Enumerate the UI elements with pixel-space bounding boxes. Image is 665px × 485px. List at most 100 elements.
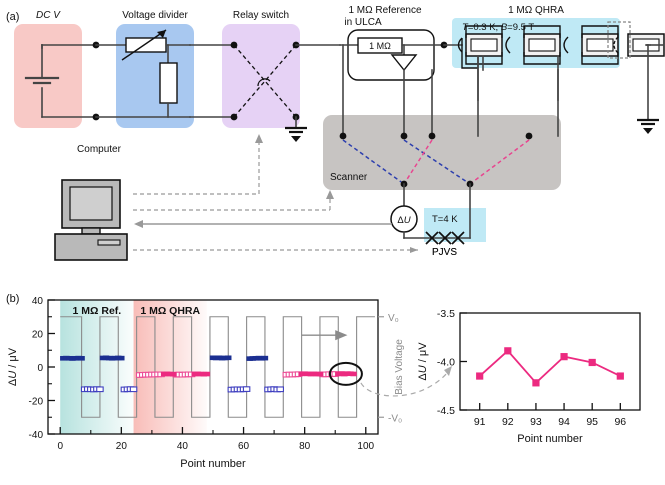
inset-marker-92 [504, 347, 512, 355]
inset-xlabel: Point number [517, 433, 583, 445]
qhra-link-3-top [581, 25, 619, 38]
josephson-junction-3 [451, 231, 465, 245]
hall-bar-2-inner [528, 38, 556, 52]
scanner-route-blue-2 [403, 139, 471, 185]
marker [242, 386, 251, 392]
qhra-ellipsis-dashed [607, 21, 631, 59]
dc-source-title: DC V [36, 10, 61, 21]
region-shade-0 [60, 300, 134, 434]
main-xlabel: Point number [180, 458, 246, 470]
computer-drive-slot [97, 239, 121, 246]
ulca-title-line1: 1 MΩ Reference [348, 5, 422, 16]
ulca-title-line2: in ULCA [344, 17, 382, 28]
main-xtick-label-100: 100 [357, 441, 374, 452]
dc-source-block [14, 24, 82, 128]
main-ytick-label--40: -40 [29, 430, 44, 441]
inset-marker-95 [588, 358, 596, 367]
inset-ylabel: ΔU / μV [417, 342, 429, 381]
marker [203, 371, 211, 377]
qhra-lead-left [457, 37, 463, 53]
computer-stand [81, 227, 101, 235]
hall-bar-3-inner [586, 38, 614, 52]
marker [170, 371, 177, 377]
right-axis-arrowhead [335, 330, 348, 341]
qhra-conn-2 [563, 36, 569, 54]
relay-switch-block [222, 24, 300, 128]
main-ytick-label-20: 20 [32, 330, 44, 341]
main-ytick-label-0: 0 [37, 363, 43, 374]
qhra-title: 1 MΩ QHRA [508, 5, 564, 16]
qhra-link-1-top [465, 25, 503, 38]
main-xtick-label-60: 60 [238, 441, 250, 452]
josephson-junction-2 [438, 231, 452, 245]
region-label-ref: 1 MΩ Ref. [73, 305, 122, 317]
panel-b-label: (b) [6, 293, 19, 305]
inset-ytick-label-0: -3.5 [437, 308, 455, 320]
scanner-label: Scanner [330, 172, 368, 183]
marker [276, 386, 284, 393]
scanner-block [323, 115, 561, 190]
scanner-route-pink-1 [403, 139, 433, 185]
inset-xtick-label-91: 91 [474, 416, 486, 428]
main-ytick-label-40: 40 [32, 296, 44, 307]
scanner-node-4 [525, 132, 533, 140]
pjvs-label: PJVS [432, 247, 457, 258]
inset-marker-91 [476, 372, 484, 380]
fixed-resistor [159, 62, 178, 104]
computer-icon [54, 179, 128, 261]
inset-callout-curve [360, 371, 449, 397]
main-ylabel: ΔU / μV [7, 347, 19, 386]
voltage-divider-title: Voltage divider [122, 10, 188, 21]
scanner-node-3 [428, 132, 436, 140]
variable-resistor [125, 37, 167, 53]
pjvs-control-arrow [410, 247, 418, 253]
inset-marker-93 [532, 379, 540, 387]
computer-label: Computer [77, 144, 122, 155]
relay-cross-line-b [233, 44, 297, 118]
marker [350, 371, 357, 377]
inset-xtick-label-94: 94 [558, 416, 570, 428]
readout-arrow [134, 220, 143, 228]
relay-cross-line-a [233, 44, 297, 118]
inset-xtick-label-95: 95 [586, 416, 598, 428]
region-shade-1 [133, 300, 207, 434]
null-detector-label: ΔU [397, 215, 410, 226]
computer-screen [69, 186, 113, 221]
marker [261, 355, 269, 361]
bias-label-low: -V₀ [388, 413, 402, 424]
variable-resistor-arrow-line [121, 29, 167, 61]
marker [316, 371, 324, 377]
ulca-amp-triangle [390, 54, 418, 72]
main-xtick-label-80: 80 [299, 441, 311, 452]
qhra-conn-1 [505, 36, 511, 54]
main-xtick-label-0: 0 [57, 441, 63, 452]
relay-hop-arc [257, 78, 271, 87]
main-xtick-label-20: 20 [116, 441, 128, 452]
pjvs-label-2: PJVS [432, 247, 457, 258]
scanner-route-pink-2 [469, 139, 530, 185]
series-2-markers [80, 386, 284, 393]
inset-ytick-label-2: -4.5 [437, 405, 455, 417]
bias-voltage-waveform [60, 316, 375, 418]
inset-callout-arrow [444, 366, 452, 376]
bias-axis-title: Bias Voltage [394, 339, 405, 395]
qhra-left-return [461, 38, 478, 69]
inset-line [479, 349, 621, 385]
region-label-qhra: 1 MΩ QHRA [140, 305, 200, 317]
scanner-node-1 [339, 132, 347, 140]
scanner-route-blue-1 [342, 139, 405, 185]
series-1-markers [60, 355, 269, 361]
marker [78, 355, 85, 361]
main-ytick-label--20: -20 [29, 397, 44, 408]
computer-base [54, 233, 128, 261]
inset-xtick-label-92: 92 [502, 416, 514, 428]
josephson-junction-1 [425, 231, 439, 245]
pjvs-temperature-2: T=4 K [432, 214, 458, 225]
series-4-markers [160, 371, 357, 377]
qhra-conn-dashed [613, 36, 619, 54]
ground-right-tri [643, 128, 653, 134]
